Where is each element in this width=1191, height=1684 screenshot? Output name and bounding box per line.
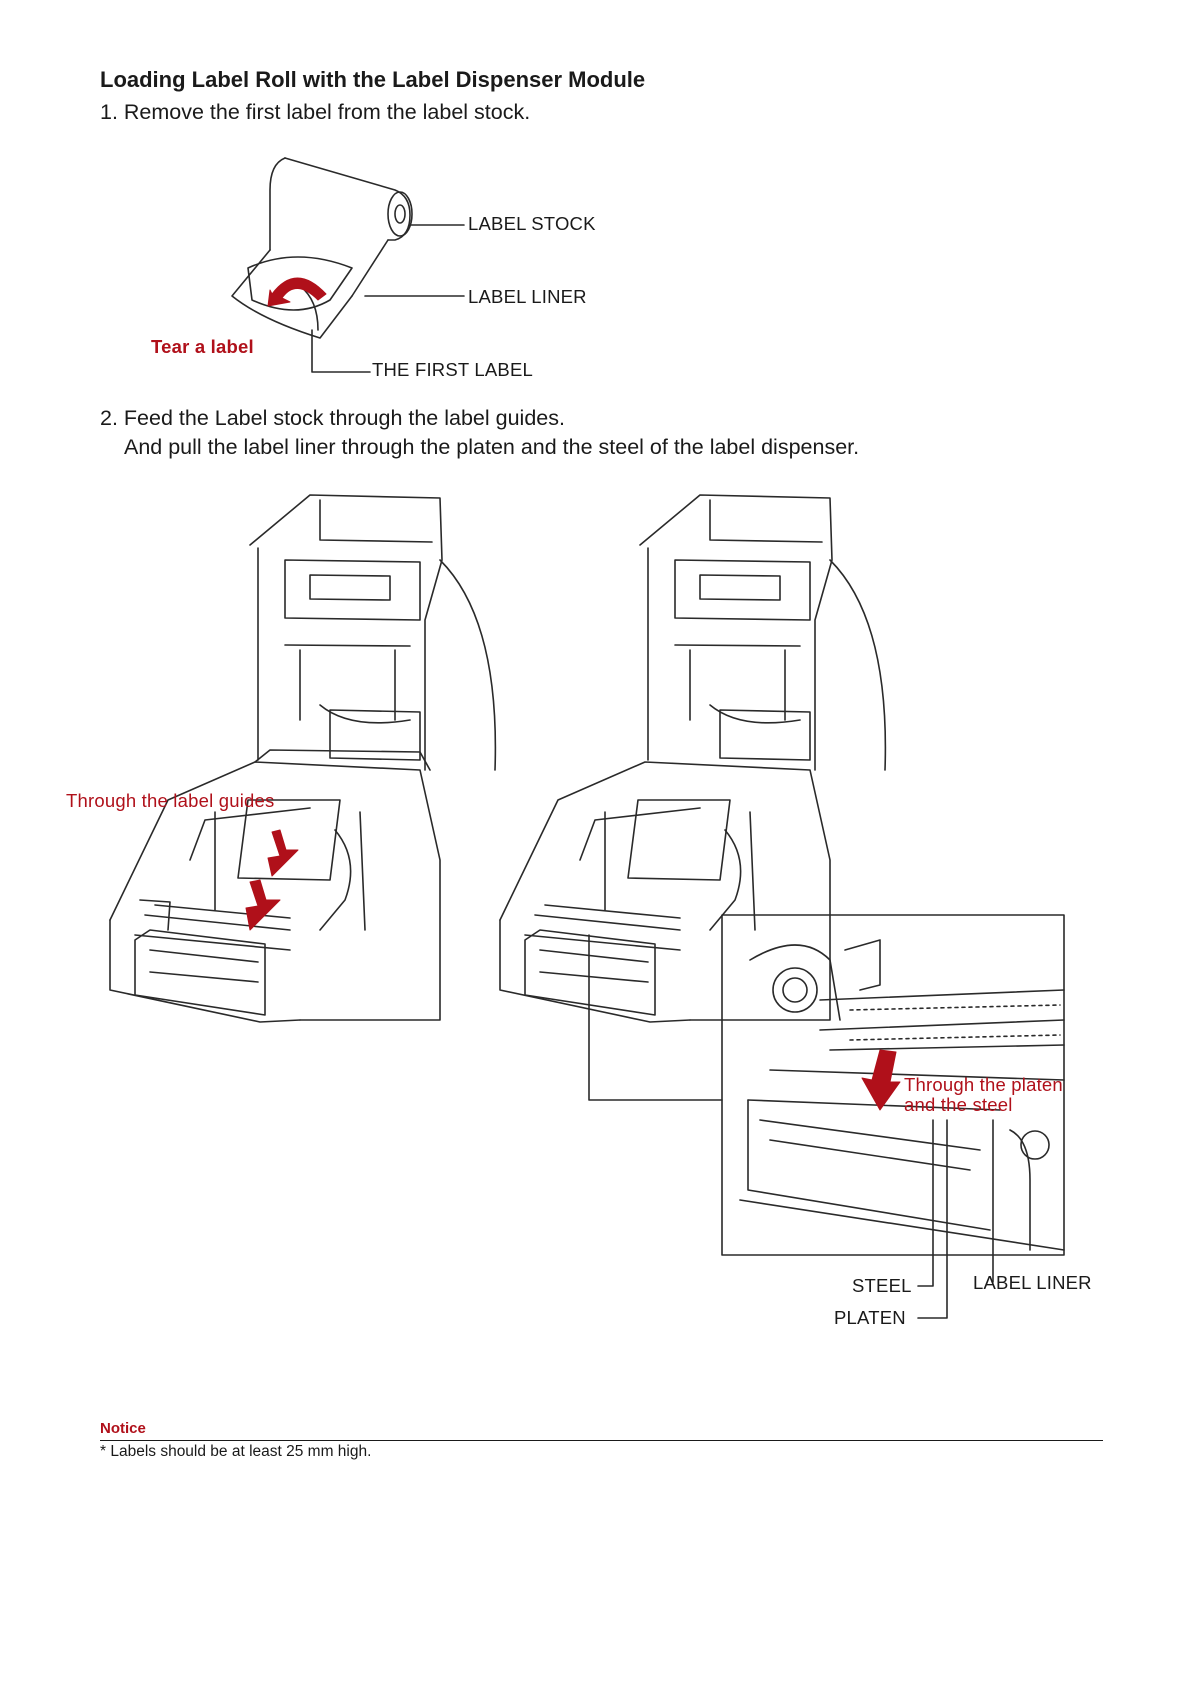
tear-arrow-icon	[267, 277, 327, 307]
through-platen-callout: Through the platen and the steel	[904, 1075, 1063, 1115]
printer-right-illustration	[499, 494, 887, 1101]
label-liner-callout: LABEL LINER	[468, 286, 587, 307]
label-roll-illustration	[231, 157, 413, 339]
step-1-text: 1. Remove the first label from the label…	[100, 100, 531, 124]
tear-label-callout: Tear a label	[151, 336, 254, 357]
label-stock-callout: LABEL STOCK	[468, 213, 596, 234]
page-title: Loading Label Roll with the Label Dispen…	[100, 67, 646, 92]
platen-arrow-icon	[861, 1049, 901, 1111]
printer-left-illustration	[109, 494, 497, 1023]
step-2-line-2: And pull the label liner through the pla…	[124, 435, 860, 459]
notice-title: Notice	[100, 1420, 146, 1437]
notice-text: * Labels should be at least 25 mm high.	[100, 1443, 372, 1460]
dispenser-detail-illustration	[739, 939, 1065, 1251]
first-label-callout: THE FIRST LABEL	[372, 359, 533, 380]
through-platen-line-2: and the steel	[904, 1094, 1013, 1115]
through-platen-line-1: Through the platen	[904, 1074, 1063, 1095]
through-guides-callout: Through the label guides	[66, 790, 275, 811]
label-liner-detail-callout: LABEL LINER	[973, 1272, 1092, 1293]
notice-divider	[100, 1440, 1103, 1441]
steel-callout: STEEL	[852, 1275, 912, 1296]
step-2-line-1: 2. Feed the Label stock through the labe…	[100, 406, 565, 430]
label-guide-arrows	[245, 829, 299, 931]
platen-callout: PLATEN	[834, 1307, 906, 1328]
